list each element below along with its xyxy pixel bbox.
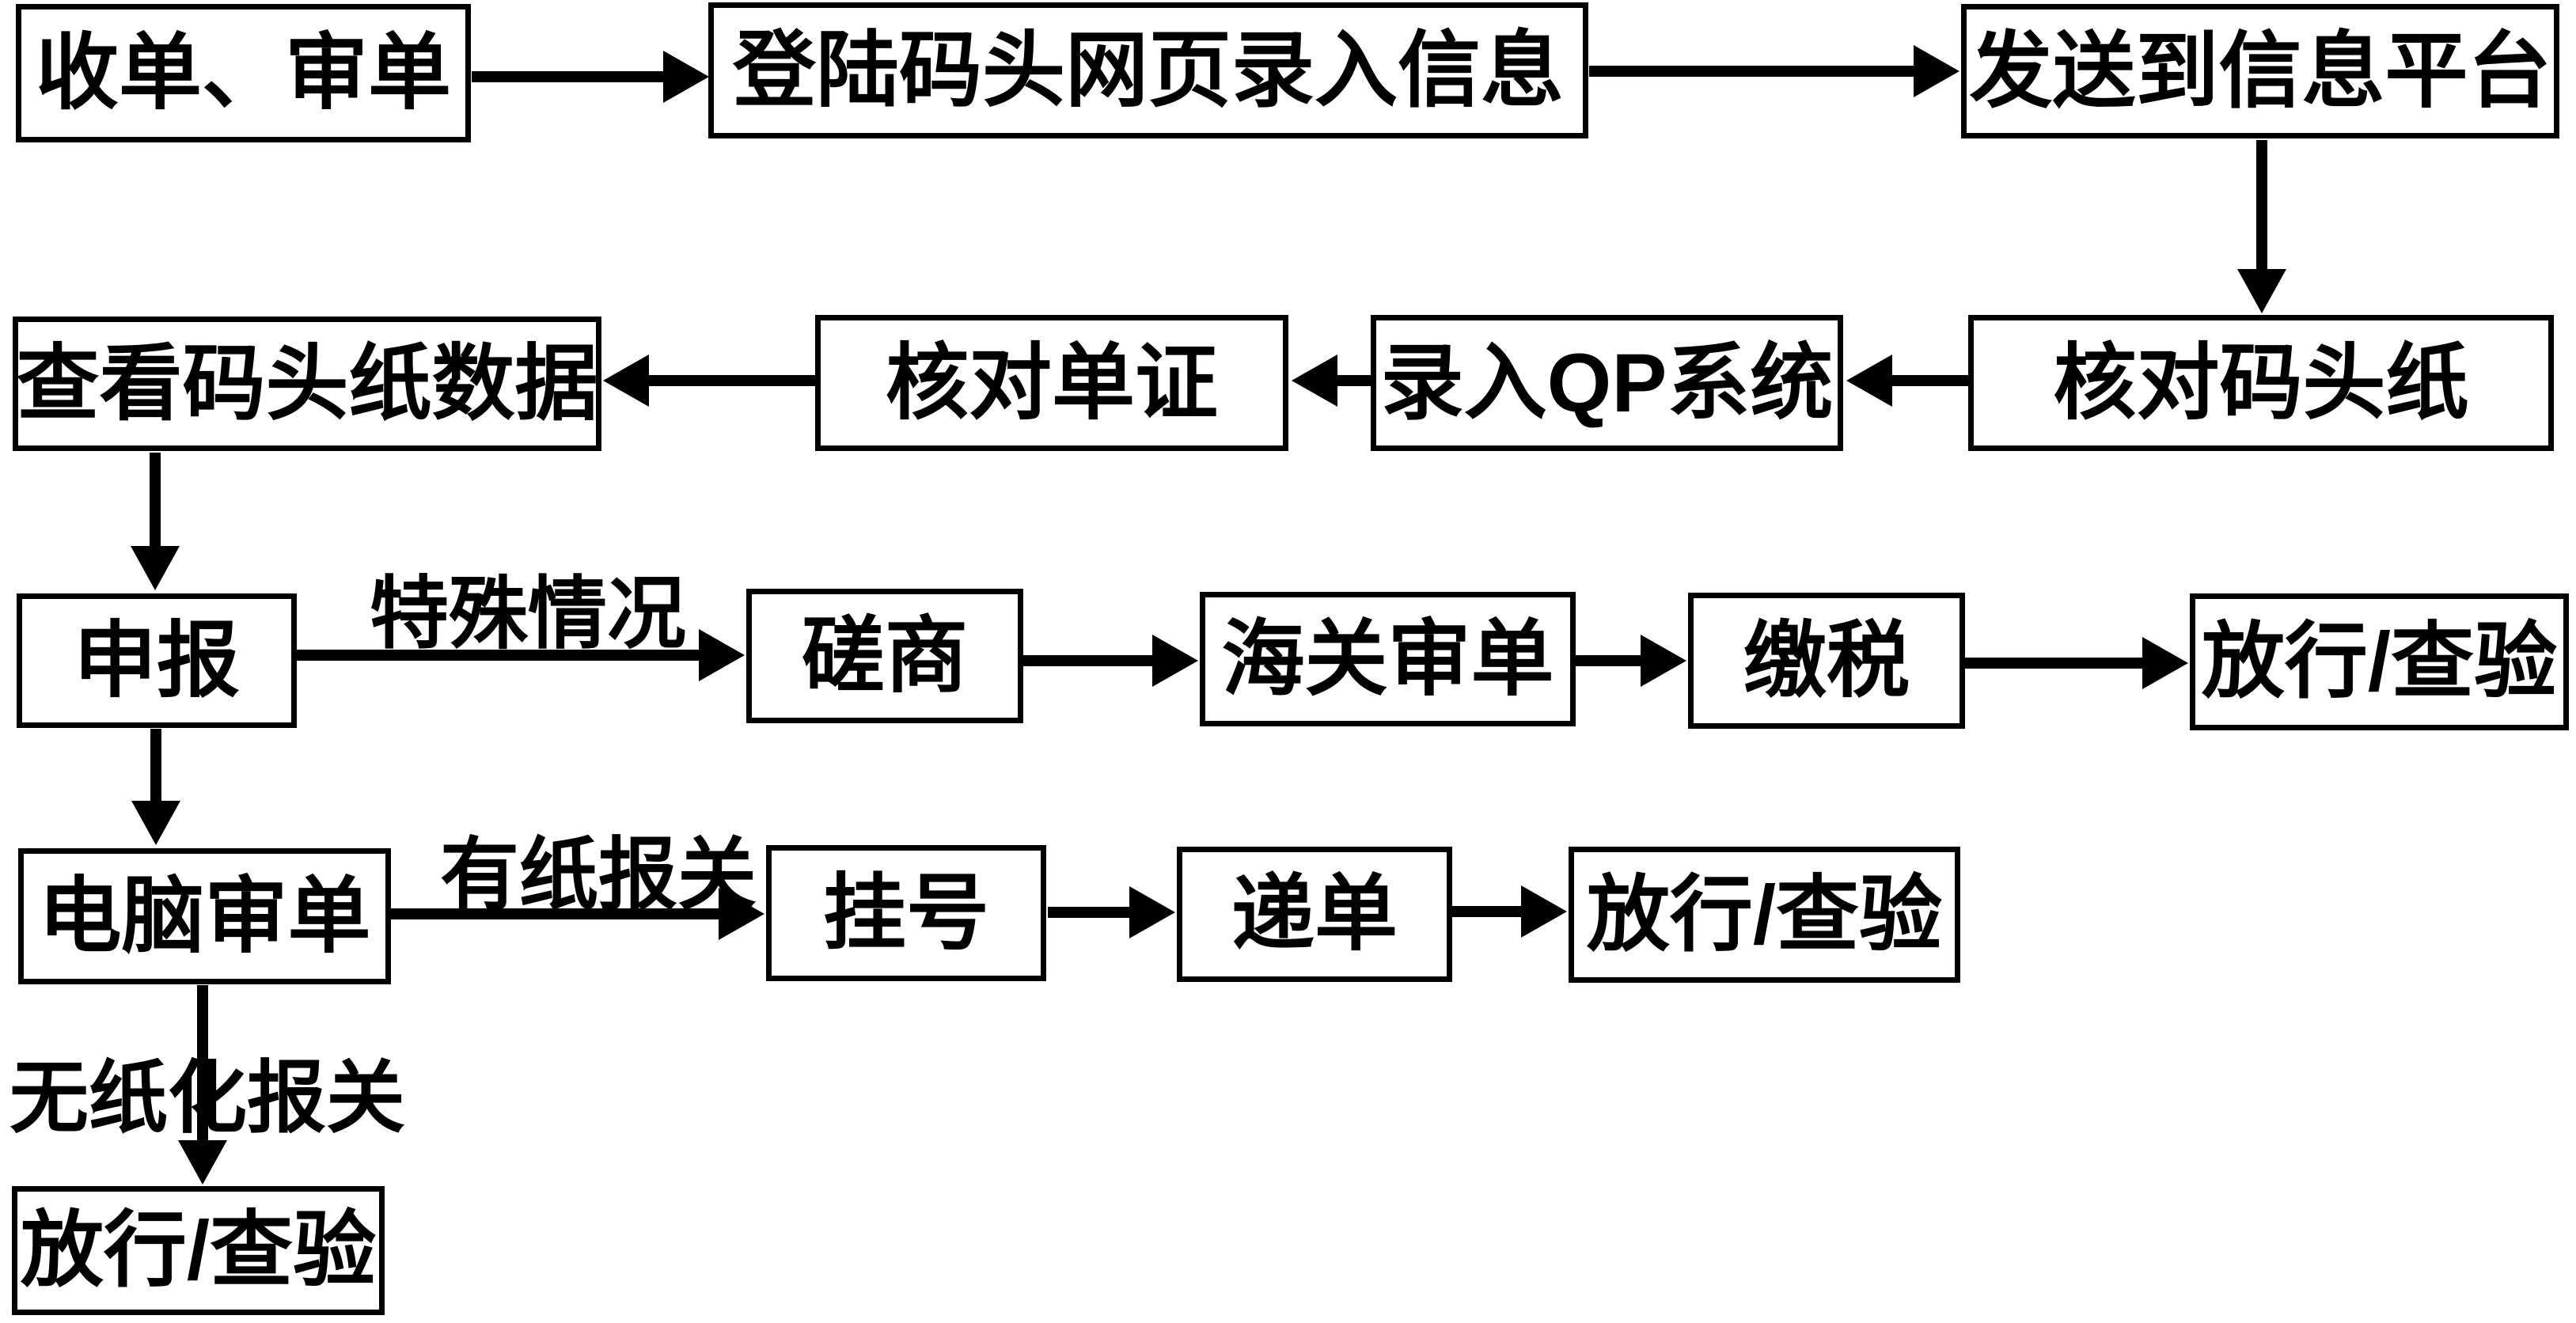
node-receive-review: 收单、审单 bbox=[16, 4, 471, 142]
arrowhead-declare-to-computer bbox=[131, 801, 180, 845]
node-register: 挂号 bbox=[766, 845, 1046, 981]
arrow-qp-to-verify bbox=[1336, 375, 1371, 386]
node-customs-review: 海关审单 bbox=[1200, 592, 1576, 726]
arrowhead-submit-to-release2 bbox=[1521, 885, 1567, 938]
arrow-submit-to-release2 bbox=[1452, 906, 1523, 917]
node-label: 缴税 bbox=[1743, 614, 1910, 707]
arrowhead-receive-to-login bbox=[663, 51, 709, 103]
node-label: 电脑审单 bbox=[38, 870, 371, 963]
node-label: 发送到信息平台 bbox=[1969, 25, 2551, 118]
arrowhead-customs-to-paytax bbox=[1641, 635, 1686, 687]
edge-label-special-case: 特殊情况 bbox=[370, 570, 686, 658]
node-label: 放行/查验 bbox=[1586, 868, 1943, 961]
node-release-inspect-2: 放行/查验 bbox=[1569, 847, 1960, 983]
arrow-declare-to-negotiate bbox=[297, 650, 700, 661]
arrowhead-checkpaper-to-qp bbox=[1846, 354, 1892, 407]
node-label: 挂号 bbox=[822, 866, 989, 960]
node-release-inspect-3: 放行/查验 bbox=[12, 1186, 385, 1315]
node-view-dock-data: 查看码头纸数据 bbox=[13, 317, 601, 451]
arrow-declare-to-computer bbox=[150, 729, 161, 802]
arrow-viewdata-to-declare bbox=[150, 453, 161, 547]
node-label: 核对码头纸 bbox=[2053, 336, 2469, 430]
node-computer-review: 电脑审单 bbox=[18, 848, 391, 984]
arrow-checkpaper-to-qp bbox=[1891, 375, 1968, 386]
arrowhead-login-to-platform bbox=[1914, 45, 1960, 97]
node-label: 递单 bbox=[1231, 868, 1398, 961]
arrowhead-qp-to-verify bbox=[1292, 354, 1337, 407]
arrow-computer-to-release3 bbox=[197, 985, 208, 1141]
node-enter-qp: 录入QP系统 bbox=[1371, 315, 1843, 451]
node-label: 放行/查验 bbox=[20, 1204, 377, 1297]
node-submit-docs: 递单 bbox=[1177, 847, 1452, 982]
node-declare: 申报 bbox=[17, 593, 297, 728]
node-label: 核对单证 bbox=[885, 336, 1218, 430]
arrowhead-computer-to-register bbox=[719, 888, 764, 940]
arrow-platform-to-checkpaper bbox=[2256, 140, 2267, 270]
arrow-negotiate-to-customs bbox=[1023, 655, 1154, 666]
arrowhead-declare-to-negotiate bbox=[699, 629, 745, 681]
arrowhead-viewdata-to-declare bbox=[131, 546, 180, 590]
edge-label-paper-declare: 有纸报关 bbox=[440, 831, 757, 919]
arrowhead-verify-to-viewdata bbox=[603, 354, 649, 407]
arrowhead-paytax-to-release1 bbox=[2142, 637, 2188, 689]
arrow-verify-to-viewdata bbox=[647, 375, 815, 386]
node-send-platform: 发送到信息平台 bbox=[1961, 4, 2559, 138]
node-label: 收单、审单 bbox=[35, 27, 451, 119]
arrow-receive-to-login bbox=[472, 71, 665, 82]
node-check-dock-paper: 核对码头纸 bbox=[1968, 315, 2554, 451]
node-pay-tax: 缴税 bbox=[1688, 593, 1965, 729]
arrow-login-to-platform bbox=[1589, 66, 1914, 77]
arrowhead-register-to-submit bbox=[1129, 886, 1175, 938]
arrowhead-platform-to-checkpaper bbox=[2237, 269, 2286, 313]
arrow-customs-to-paytax bbox=[1576, 655, 1642, 666]
node-label: 查看码头纸数据 bbox=[16, 337, 598, 430]
node-label: 申报 bbox=[73, 614, 240, 707]
node-label: 海关审单 bbox=[1221, 612, 1554, 706]
node-label: 登陆码头网页录入信息 bbox=[732, 24, 1564, 117]
node-label: 放行/查验 bbox=[2201, 616, 2558, 708]
arrow-computer-to-register bbox=[391, 908, 720, 919]
node-label: 录入QP系统 bbox=[1380, 336, 1834, 430]
node-label: 磋商 bbox=[801, 609, 968, 703]
arrow-paytax-to-release1 bbox=[1965, 658, 2144, 669]
arrow-register-to-submit bbox=[1048, 907, 1131, 918]
node-release-inspect-1: 放行/查验 bbox=[2190, 593, 2569, 730]
node-login-dock-web: 登陆码头网页录入信息 bbox=[708, 2, 1588, 138]
node-negotiate: 磋商 bbox=[746, 589, 1023, 723]
arrowhead-negotiate-to-customs bbox=[1152, 635, 1198, 687]
node-verify-docs: 核对单证 bbox=[815, 315, 1288, 451]
arrowhead-computer-to-release3 bbox=[178, 1140, 227, 1185]
